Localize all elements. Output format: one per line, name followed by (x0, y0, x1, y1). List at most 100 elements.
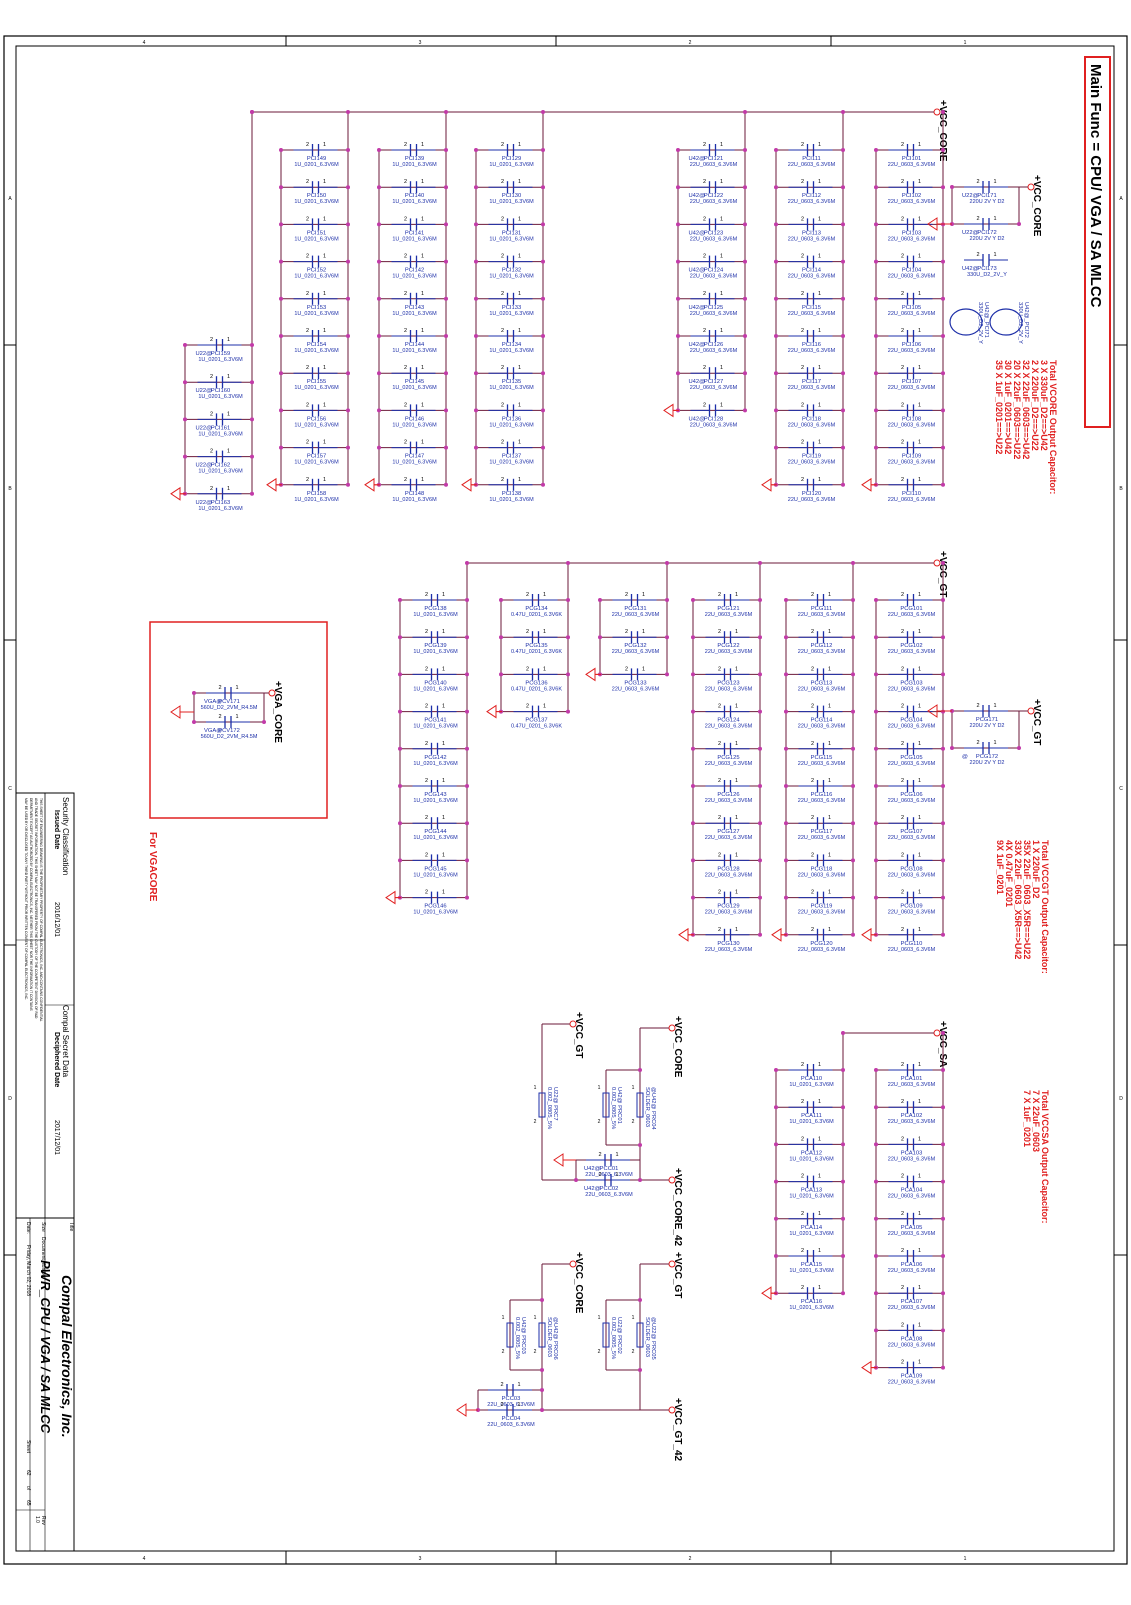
pin-number: 2 (718, 741, 721, 747)
pin-number: 2 (306, 402, 309, 408)
pin-number: 1 (323, 328, 326, 334)
junction (784, 821, 788, 826)
cap-name: PCI149 (307, 156, 326, 162)
pin-number: 2 (425, 629, 428, 635)
pin-number: 2 (501, 477, 504, 483)
pin-number: 1 (421, 291, 424, 297)
pin-number: 2 (718, 704, 721, 710)
pin-number: 2 (526, 704, 529, 710)
resistor (538, 1092, 546, 1118)
cap-value: 1U_0201_6.3V6M (392, 274, 437, 280)
ground-symbol (553, 1153, 564, 1167)
pin-number: 1 (518, 254, 521, 260)
pin-number: 2 (901, 402, 904, 408)
junction (941, 185, 945, 190)
cap-value: 22U_0603_6.3V6M (612, 686, 660, 692)
pin-number: 1 (323, 254, 326, 260)
cap-value: 1U_0201_6.3V6M (294, 348, 339, 354)
junction (1017, 746, 1021, 750)
pin-number: 1 (735, 890, 738, 896)
pin-number: 1 (442, 778, 445, 784)
junction (398, 635, 402, 640)
junction (398, 709, 402, 714)
cap-value: 22U_0603_6.3V6M (888, 724, 936, 730)
cap-prefix: U22@ (962, 193, 979, 199)
cap-prefix: U42@ (689, 268, 706, 274)
cap-value: 22U_0603_6.3V6M (888, 311, 936, 317)
pin-number: 2 (598, 1152, 601, 1158)
junction (444, 296, 448, 301)
capacitor (982, 254, 990, 266)
pin-number: 2 (404, 477, 407, 483)
junction (841, 1031, 845, 1035)
pin-number: 2 (306, 365, 309, 371)
net-vcc-core-bulk: +VCC_CORE (1031, 175, 1042, 237)
cap-name: PCG132 (624, 643, 646, 649)
cap-value: 22U_0603_6.3V6M (888, 612, 936, 618)
pin-number: 2 (306, 328, 309, 334)
junction (841, 1068, 845, 1072)
junction (540, 1408, 544, 1412)
cap-name: PCI146 (405, 416, 424, 422)
ground-symbol (861, 927, 872, 942)
pin-number: 2 (901, 1248, 904, 1254)
junction (691, 895, 695, 900)
cap-name: PCI147 (405, 454, 424, 460)
pin-number: 2 (901, 142, 904, 148)
junction (398, 598, 402, 602)
title-banner: Main Func = CPU/ VGA / SA MLCC (1087, 64, 1104, 308)
pin-number: 1 (421, 328, 424, 334)
junction (566, 561, 570, 565)
cap-value: 1U_0201_6.3V6M (294, 385, 339, 391)
pin-number: 1 (421, 254, 424, 260)
cap-name: PCG134 (525, 606, 548, 612)
cap-value: 1U_0201_6.3V6M (489, 274, 534, 280)
pin-number: 1 (421, 402, 424, 408)
pin-number: 2 (811, 741, 814, 747)
junction (638, 1068, 642, 1072)
cap-value: 22U_0603_6.3V6M (788, 199, 836, 205)
junction (444, 445, 448, 450)
resistor (636, 1092, 644, 1118)
pin-number: 1 (918, 890, 921, 896)
pin-number: 1 (720, 365, 723, 371)
pin-number: 1 (918, 852, 921, 858)
pin-number: 2 (425, 890, 428, 896)
cap-value: 1U_0201_6.3V6M (789, 1082, 834, 1088)
junction (941, 296, 945, 301)
cap-prefix: U42@ (584, 1186, 601, 1192)
junction (638, 1368, 642, 1372)
junction (941, 932, 945, 937)
cap-name: PCA109 (901, 1374, 923, 1380)
junction (465, 598, 469, 602)
pin-number: 1 (543, 704, 546, 710)
pin-number: 2 (210, 449, 213, 455)
junction (465, 895, 469, 900)
junction (691, 709, 695, 714)
pin-number: 1 (735, 704, 738, 710)
cap-value: 1U_0201_6.3V6M (489, 497, 534, 503)
pin-number: 1 (534, 1315, 537, 1321)
pin-number: 1 (828, 815, 831, 821)
pin-number: 2 (901, 365, 904, 371)
cap-value: 22U_0603_6.3V6M (798, 835, 846, 841)
cap-value: 1U_0201_6.3V6M (294, 497, 339, 503)
ground-symbol (678, 927, 689, 942)
cap-value: 22U_0603_6.3V6M (798, 612, 846, 618)
junction (676, 334, 680, 338)
pin-number: 1 (227, 337, 230, 343)
cap-value: 22U_0603_6.3V6M (888, 761, 936, 767)
junction (874, 672, 878, 677)
pin-number: 1 (918, 440, 921, 446)
cap-name: PCI151 (307, 230, 326, 236)
cap-value: 22U_0603_6.3V6M (798, 798, 846, 804)
junction (474, 408, 478, 413)
pin-number: 1 (818, 1248, 821, 1254)
pin-number: 2 (901, 704, 904, 710)
junction (874, 259, 878, 264)
cap-value: 220U 2V Y D2 (970, 199, 1005, 205)
cap-value: 22U_0603_6.3V6M (487, 1402, 535, 1408)
junction (279, 371, 283, 376)
junction (941, 1328, 945, 1333)
pin-number: 1 (517, 1402, 520, 1408)
